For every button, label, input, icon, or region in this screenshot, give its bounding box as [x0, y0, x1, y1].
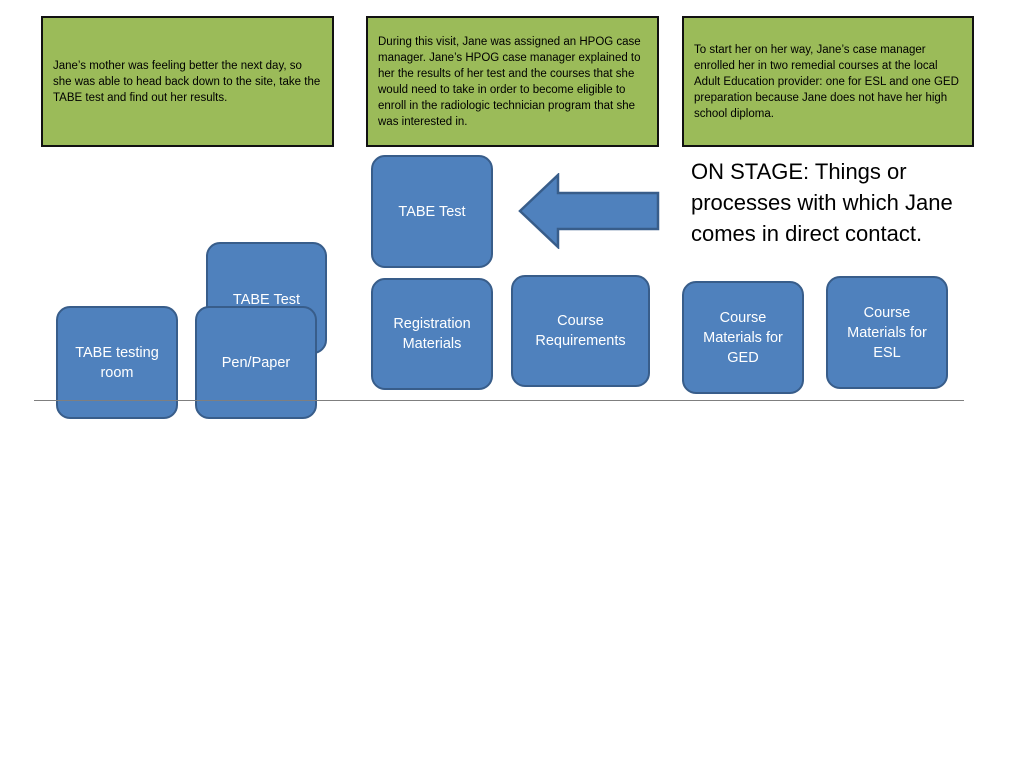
note-mother-tabe-test-text: Jane’s mother was feeling better the nex… — [53, 59, 321, 104]
course-materials-ged-card: Course Materials for GED — [682, 281, 804, 394]
course-materials-esl-label: Course Materials for ESL — [847, 304, 927, 361]
on-stage-label: ON STAGE: Things or processes with which… — [691, 159, 953, 246]
course-materials-esl-card: Course Materials for ESL — [826, 276, 948, 389]
note-case-manager-assigned-text: During this visit, Jane was assigned an … — [378, 35, 641, 128]
note-case-manager-assigned: During this visit, Jane was assigned an … — [366, 16, 659, 147]
note-remedial-courses: To start her on her way, Jane’s case man… — [682, 16, 974, 147]
pen-paper-label: Pen/Paper — [221, 354, 291, 371]
line-of-interaction — [34, 400, 964, 401]
registration-materials-card: Registration Materials — [371, 278, 493, 390]
left-arrow-icon — [518, 173, 660, 249]
tabe-testing-room-card: TABE testing room — [56, 306, 178, 419]
tabe-testing-room-label: TABE testing room — [75, 344, 159, 381]
course-requirements-label: Course Requirements — [535, 313, 626, 349]
note-mother-tabe-test: Jane’s mother was feeling better the nex… — [41, 16, 334, 147]
tabe-test-card: TABE Test — [371, 155, 493, 268]
course-materials-ged-label: Course Materials for GED — [703, 309, 783, 366]
tabe-test-card-back-label: TABE Test — [232, 292, 301, 308]
note-remedial-courses-text: To start her on her way, Jane’s case man… — [694, 43, 959, 120]
course-requirements-card: Course Requirements — [511, 275, 650, 387]
pen-paper-card: Pen/Paper — [195, 306, 317, 419]
registration-materials-label: Registration Materials — [393, 316, 471, 352]
tabe-test-card-label: TABE Test — [398, 203, 466, 220]
